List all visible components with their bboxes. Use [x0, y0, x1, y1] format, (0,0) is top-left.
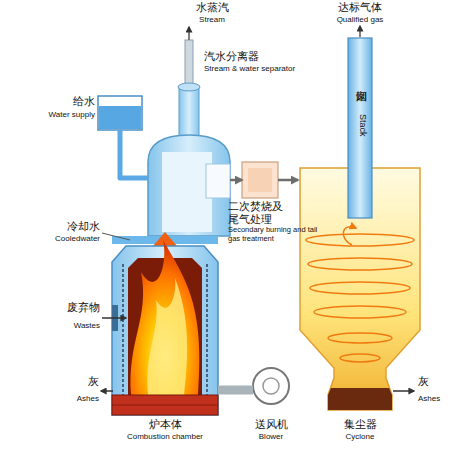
leader-line: [102, 233, 130, 240]
node-label: 给水: [35, 95, 95, 108]
steam-arrow: [188, 27, 190, 40]
cyclone: 集尘器Cyclone: [298, 168, 422, 410]
spiral-flow: [310, 282, 410, 294]
spiral-flow: [328, 333, 392, 343]
brick-line: [112, 405, 218, 406]
node-label: 集尘器: [320, 418, 400, 431]
stack-pipe: [348, 38, 372, 218]
water-tube: [206, 264, 208, 395]
callout-label: 灰: [59, 375, 99, 388]
spiral-arrow: [343, 227, 356, 245]
flame: [131, 240, 200, 395]
secondary-burning-box: 二次焚烧及 尾气处理Secondary burning and tail gas…: [242, 162, 278, 198]
callout-label: Cooledwater: [30, 234, 100, 243]
blower-fan: [263, 378, 279, 394]
callout-label: 冷却水: [40, 220, 100, 233]
node-label: 二次焚烧及 尾气处理: [228, 200, 292, 225]
flue-opening: [206, 164, 230, 198]
air-duct: [218, 386, 253, 395]
spiral-flow: [308, 258, 412, 270]
callout-label: Wastes: [40, 321, 100, 330]
furnace-grate: [112, 395, 218, 415]
node-label: Secondary burning and tail gas treatment: [228, 226, 328, 243]
flow-arrow: [230, 179, 242, 182]
callout-label: Qualified gas: [315, 15, 405, 24]
water-tube: [122, 264, 124, 395]
secondary-burner-inner: [248, 168, 272, 192]
node-label: 汽水分离器: [204, 50, 284, 63]
waste-arrow: [102, 317, 126, 319]
boiler-separator: 汽水分离器Stream & water separator: [148, 86, 230, 236]
water-supply-tank: 给水Water supply: [98, 96, 142, 130]
boiler-inner: [162, 152, 212, 232]
separator-cap: [178, 83, 200, 91]
callout-label: Ashes: [49, 394, 99, 403]
secondary-burner: [242, 162, 278, 198]
node-label: 送风机: [241, 418, 301, 431]
boiler-shell: [148, 135, 230, 236]
node-label: Cyclone: [320, 432, 400, 441]
combustion-chamber: 炉本体Combustion chamber: [112, 244, 218, 415]
callout-label: 灰: [418, 375, 458, 388]
stack: 烟囱Stack: [348, 38, 372, 218]
gas-arrow: [359, 26, 361, 37]
flame-core: [147, 278, 187, 395]
water-tank: [98, 96, 142, 130]
dust-hopper: [328, 388, 392, 410]
node-label: 炉本体: [125, 418, 205, 431]
node-label: Water supply: [25, 110, 95, 119]
blower-casing: [253, 368, 289, 404]
spiral-flow: [340, 354, 380, 362]
node-label: Blower: [241, 432, 301, 441]
callout-label: 达标气体: [320, 1, 400, 14]
node-label: Stream & water separator: [204, 64, 329, 73]
spiral-flow: [314, 306, 406, 318]
water-pipe: [120, 130, 148, 178]
node-label: Stack: [352, 114, 368, 137]
callout-label: Stream: [182, 15, 242, 24]
ash-arrow: [101, 390, 113, 392]
ash-arrow: [393, 390, 414, 392]
separator-neck: [179, 86, 199, 138]
connector-group: [120, 130, 298, 390]
callout-label: Ashes: [418, 394, 458, 403]
callout-label: 废弃物: [40, 301, 100, 314]
flow-arrow: [278, 179, 298, 182]
node-label: Combustion chamber: [110, 432, 220, 441]
tank-water: [99, 106, 141, 129]
blower: 送风机Blower: [253, 368, 289, 404]
spiral-flow: [306, 234, 414, 246]
callout-label: 水蒸汽: [182, 1, 242, 14]
